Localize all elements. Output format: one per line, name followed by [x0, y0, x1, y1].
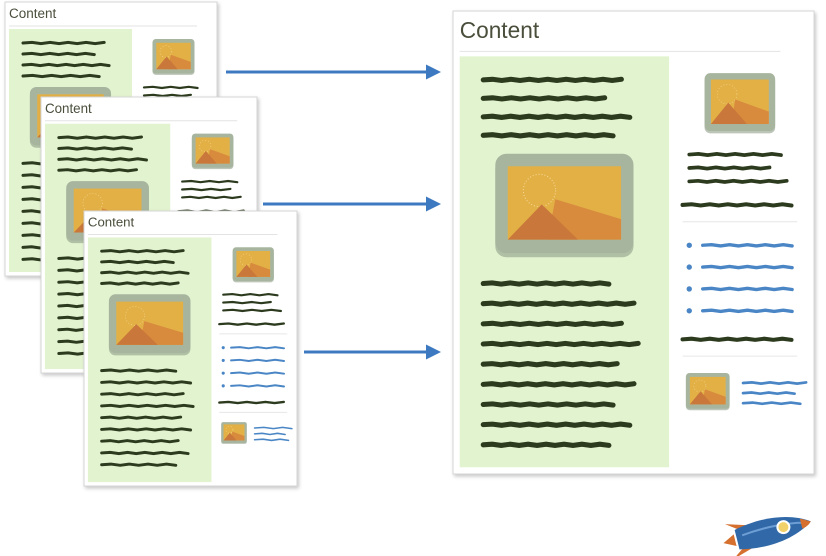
text-line: [100, 462, 178, 467]
text-line: [100, 270, 190, 275]
link-line: [253, 438, 290, 442]
text-line: [100, 380, 193, 385]
link-line: [230, 384, 285, 388]
link-line: [230, 371, 285, 375]
text-line: [181, 187, 232, 192]
combined-page: Content: [452, 10, 815, 475]
link-line: [741, 391, 796, 396]
image-placeholder-icon: [685, 372, 730, 411]
text-line: [480, 320, 624, 328]
text-line: [480, 361, 620, 368]
text-line: [480, 76, 624, 84]
text-line: [100, 368, 178, 373]
text-line: [480, 421, 633, 428]
text-line: [100, 439, 180, 444]
text-line: [222, 308, 282, 313]
text-line: [21, 62, 111, 68]
text-line: [480, 340, 641, 348]
text-line: [142, 93, 192, 98]
image-placeholder-icon: [108, 294, 191, 356]
image-placeholder-icon: [495, 153, 634, 258]
bullet-icon: [686, 308, 692, 314]
flow-arrows: [226, 64, 441, 360]
page-title: Content: [88, 215, 135, 230]
text-line: [687, 152, 783, 157]
link-line: [701, 286, 794, 292]
text-line: [100, 415, 183, 420]
text-line: [222, 300, 272, 305]
link-line: [253, 426, 293, 430]
page-title: Content: [9, 6, 57, 21]
rocket-icon: [723, 517, 811, 556]
text-line: [218, 400, 285, 405]
link-line: [741, 381, 808, 385]
bullet-icon: [686, 286, 692, 292]
text-line: [680, 336, 794, 342]
text-line: [480, 95, 608, 102]
bullet-icon: [221, 358, 225, 362]
text-line: [21, 51, 96, 57]
bullet-icon: [221, 384, 225, 388]
page-card: Content: [83, 210, 298, 487]
link-line: [253, 432, 286, 436]
image-placeholder-icon: [152, 39, 195, 75]
text-line: [57, 157, 148, 162]
link-line: [741, 401, 802, 406]
text-line: [21, 40, 106, 46]
text-line: [218, 322, 285, 326]
text-line: [480, 280, 612, 287]
text-line: [687, 165, 772, 171]
text-line: [57, 135, 143, 140]
link-line: [230, 358, 285, 362]
link-line: [701, 264, 794, 270]
page-title: Content: [460, 17, 540, 43]
text-line: [100, 403, 195, 408]
text-line: [57, 168, 138, 173]
image-placeholder-icon: [232, 247, 274, 283]
bullet-icon: [686, 242, 692, 248]
text-line: [181, 195, 242, 200]
text-line: [142, 85, 199, 90]
image-placeholder-icon: [191, 133, 234, 170]
link-line: [701, 308, 794, 314]
bullet-icon: [686, 264, 692, 270]
text-line: [480, 441, 612, 448]
main-content-panel: [459, 56, 670, 468]
text-line: [21, 73, 101, 79]
text-line: [100, 392, 185, 397]
text-line: [181, 179, 239, 184]
text-line: [680, 202, 794, 208]
image-placeholder-icon: [704, 73, 776, 134]
text-line: [480, 132, 616, 139]
text-line: [222, 293, 279, 297]
text-line: [687, 178, 789, 184]
page-card: Content: [452, 10, 815, 475]
text-line: [100, 259, 175, 265]
text-line: [480, 401, 616, 408]
bullet-icon: [221, 371, 225, 375]
text-line: [100, 427, 193, 432]
link-line: [701, 243, 794, 248]
text-line: [480, 113, 633, 120]
image-placeholder-icon: [221, 422, 247, 444]
page-title: Content: [45, 101, 92, 116]
text-line: [480, 300, 637, 307]
text-line: [480, 381, 637, 388]
text-line: [100, 450, 190, 456]
text-line: [100, 281, 180, 286]
bullet-icon: [221, 346, 225, 350]
text-line: [100, 249, 185, 254]
link-line: [230, 346, 285, 350]
text-line: [57, 146, 133, 151]
